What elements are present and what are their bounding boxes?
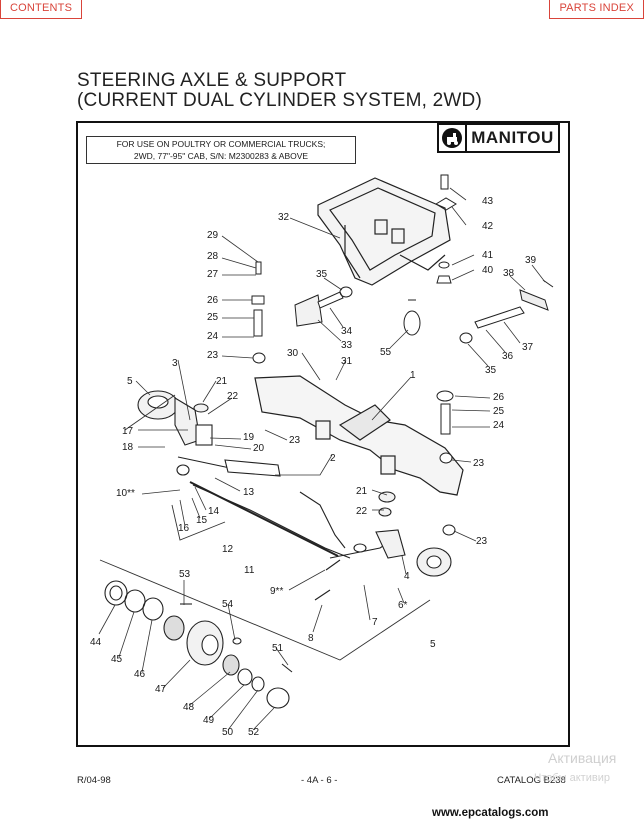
callout-36: 36: [502, 351, 514, 362]
tie-rod-cylinders: [176, 456, 399, 559]
callout-49: 49: [203, 715, 215, 726]
footer-catalog: CATALOG B238: [497, 775, 566, 786]
callout-53: 53: [179, 569, 191, 580]
callout-38: 38: [503, 268, 515, 279]
callout-4: 4: [404, 571, 410, 582]
callout-37: 37: [522, 342, 534, 353]
exploded-region-outline: [99, 394, 431, 661]
callout-27: 27: [207, 269, 219, 280]
callout-31: 31: [341, 356, 353, 367]
right-hub-assembly: [314, 491, 452, 601]
callout-17: 17: [122, 426, 134, 437]
callout-46: 46: [134, 669, 146, 680]
callout-50: 50: [222, 727, 234, 738]
cylinder-mount-parts: [459, 279, 554, 344]
callout-labels: 43 42 41 40 39 38 37 36 35 32 35 34 33 5…: [90, 196, 537, 738]
page-title: STEERING AXLE & SUPPORT: [77, 70, 347, 91]
callout-2: 2: [330, 453, 336, 464]
callout-32: 32: [278, 212, 290, 223]
hub-exploded-view: [104, 580, 293, 709]
callout-14: 14: [208, 506, 220, 517]
callout-25-right: 25: [493, 406, 505, 417]
callout-24-right: 24: [493, 420, 505, 431]
callout-33: 33: [341, 340, 353, 351]
page-subtitle: (CURRENT DUAL CYLINDER SYSTEM, 2WD): [77, 90, 482, 111]
notice-line-2: 2WD, 77"-95" CAB, S/N: M2300283 & ABOVE: [133, 151, 309, 161]
callout-23-right: 23: [473, 458, 485, 469]
callout-23-mid: 23: [289, 435, 301, 446]
callout-28: 28: [207, 251, 219, 262]
callout-30: 30: [287, 348, 299, 359]
callout-10: 10**: [116, 488, 135, 499]
callout-21-left: 21: [216, 376, 228, 387]
pivot-pin-parts: [294, 286, 421, 336]
axle-beam: [254, 375, 464, 496]
callout-35-right: 35: [485, 365, 497, 376]
callout-34: 34: [341, 326, 353, 337]
site-url: www.epcatalogs.com: [432, 807, 549, 819]
activation-watermark: Активация: [548, 750, 617, 766]
diagram-frame: [76, 121, 570, 747]
kingpin-left: [251, 261, 266, 364]
callout-24-left: 24: [207, 331, 219, 342]
callout-12: 12: [222, 544, 234, 555]
callout-35-left: 35: [316, 269, 328, 280]
callout-6: 6*: [398, 600, 408, 611]
callout-22-left: 22: [227, 391, 239, 402]
callout-5-left: 5: [127, 376, 133, 387]
callout-18: 18: [122, 442, 134, 453]
callout-22-right: 22: [356, 506, 368, 517]
callout-43: 43: [482, 196, 494, 207]
callout-41: 41: [482, 250, 494, 261]
bolt-washer-group: [435, 174, 457, 284]
manitou-logo-icon: [439, 125, 467, 151]
callout-48: 48: [183, 702, 195, 713]
usage-notice: FOR USE ON POULTRY OR COMMERCIAL TRUCKS;…: [86, 136, 356, 164]
callout-5-right: 5: [430, 639, 436, 650]
callout-47: 47: [155, 684, 167, 695]
activation-watermark-sub: Чтобы активир: [534, 772, 610, 784]
callout-9: 9**: [270, 586, 283, 597]
logo-wordmark: MANITOU: [471, 128, 554, 147]
leader-lines: [98, 187, 546, 731]
notice-line-1: FOR USE ON POULTRY OR COMMERCIAL TRUCKS;: [116, 139, 326, 149]
callout-21-right: 21: [356, 486, 368, 497]
parts-index-link[interactable]: PARTS INDEX: [549, 0, 644, 19]
callout-39: 39: [525, 255, 537, 266]
callout-13: 13: [243, 487, 255, 498]
callout-42: 42: [482, 221, 494, 232]
left-hub-assembly: [137, 390, 213, 446]
footer-page-number: - 4A - 6 -: [301, 775, 338, 786]
callout-16: 16: [178, 523, 190, 534]
support-bracket: [317, 177, 451, 286]
callout-26-left: 26: [207, 295, 219, 306]
callout-20: 20: [253, 443, 265, 454]
callout-55: 55: [380, 347, 392, 358]
callout-23-top: 23: [207, 350, 219, 361]
callout-29: 29: [207, 230, 219, 241]
callout-3: 3: [172, 358, 178, 369]
callout-11: 11: [244, 565, 255, 576]
callout-25-left: 25: [207, 312, 219, 323]
callout-7: 7: [372, 617, 378, 628]
contents-link[interactable]: CONTENTS: [0, 0, 83, 19]
callout-15: 15: [196, 515, 208, 526]
callout-52: 52: [248, 727, 260, 738]
footer-revision: R/04-98: [77, 775, 111, 786]
callout-44: 44: [90, 637, 102, 648]
manitou-logo: MANITOU: [437, 123, 560, 153]
callout-26-right: 26: [493, 392, 505, 403]
callout-40: 40: [482, 265, 494, 276]
callout-54: 54: [222, 599, 234, 610]
callout-8: 8: [308, 633, 314, 644]
callout-19: 19: [243, 432, 255, 443]
callout-23-bottom: 23: [476, 536, 488, 547]
callout-45: 45: [111, 654, 123, 665]
kingpin-right: [436, 390, 456, 536]
callout-51: 51: [272, 643, 284, 654]
callout-1: 1: [410, 370, 416, 381]
